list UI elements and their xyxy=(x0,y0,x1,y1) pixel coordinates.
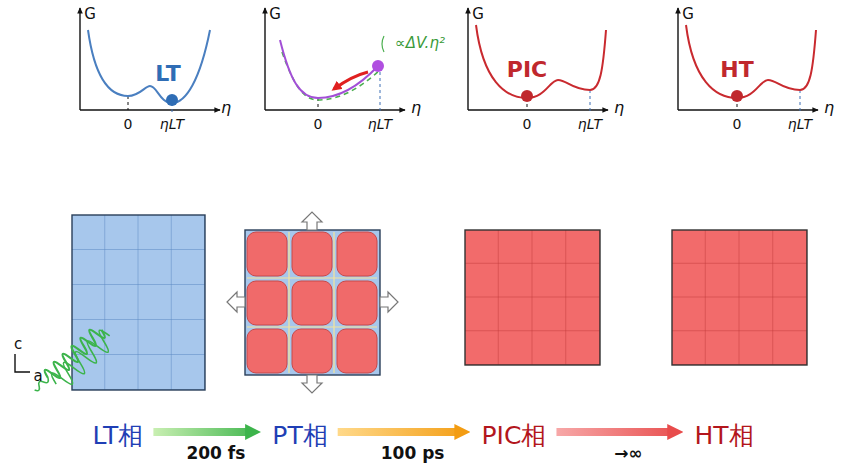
formula-label: ∝ΔV.η² xyxy=(395,35,445,52)
phase-label: PT相 xyxy=(272,422,327,450)
tick-label: 0 xyxy=(124,117,133,132)
transition-arrow xyxy=(153,428,248,436)
lattice-panel xyxy=(465,230,600,365)
axis-label: G xyxy=(84,6,96,23)
tick-label: 0 xyxy=(314,117,323,132)
tick-label: 0 xyxy=(733,117,742,132)
lattice-panel xyxy=(29,215,205,406)
light-pulse xyxy=(29,323,117,406)
phase-panel: LT相 xyxy=(60,212,210,458)
phase-label: PIC相 xyxy=(482,422,547,450)
energy-plot xyxy=(468,8,608,112)
phase-label: HT相 xyxy=(694,422,753,450)
axis-label: G xyxy=(682,6,694,23)
tick-label: 0 xyxy=(523,117,532,132)
phase-panel: PT相 xyxy=(238,210,388,458)
axis-symbol xyxy=(15,354,30,372)
axis-label: G xyxy=(269,6,281,23)
state-label: HT xyxy=(720,58,753,82)
axis-label: a xyxy=(33,368,42,385)
transition-arrow xyxy=(556,428,670,436)
tick-label: ηLT xyxy=(368,117,392,132)
energy-plot xyxy=(265,8,405,112)
tick-label: ηLT xyxy=(788,117,812,132)
lattice-panel xyxy=(672,230,807,365)
lattice-panel xyxy=(227,212,398,393)
time-label: 200 fs xyxy=(186,444,245,463)
axis-label: G xyxy=(472,6,484,23)
phase-panel: PIC相 xyxy=(458,226,608,458)
tick-label: ηLT xyxy=(578,117,602,132)
time-label: →∞ xyxy=(614,444,642,463)
state-label: PIC xyxy=(507,58,547,82)
energy-plot xyxy=(80,8,220,112)
state-label: LT xyxy=(155,62,180,86)
phase-panel: HT相 xyxy=(666,226,814,458)
tick-label: ηLT xyxy=(160,117,184,132)
axis-label: η xyxy=(824,99,834,117)
phase-label: LT相 xyxy=(93,422,144,450)
time-label: 100 ps xyxy=(381,444,445,463)
transition-arrow xyxy=(338,428,458,436)
axis-label: c xyxy=(14,336,22,353)
axis-label: η xyxy=(411,99,421,117)
energy-plot xyxy=(678,8,818,112)
axis-label: η xyxy=(614,99,624,117)
axis-label: η xyxy=(221,99,231,117)
